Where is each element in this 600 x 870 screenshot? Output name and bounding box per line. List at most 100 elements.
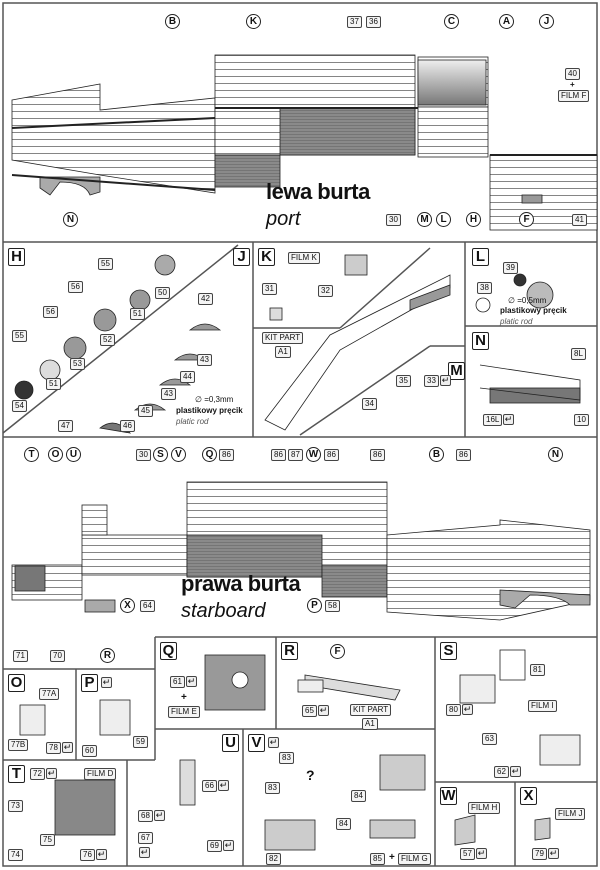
callout-W: W	[306, 447, 321, 462]
part: 80	[446, 704, 461, 716]
part: 47	[58, 420, 73, 432]
part: 66	[202, 780, 217, 792]
part: 35	[396, 375, 411, 387]
bend-icon: ↵	[101, 677, 112, 688]
film-h: FILM H	[468, 802, 501, 814]
part: 65	[302, 705, 317, 717]
bend-icon: ↵	[476, 848, 487, 859]
part: 32	[318, 285, 333, 297]
rod-diameter: ∅ =0,5mm	[508, 296, 547, 305]
bend-icon: ↵	[186, 676, 197, 687]
part-70: 70	[50, 650, 65, 662]
film-g: FILM G	[398, 853, 431, 865]
rod-label-en: platic rod	[176, 417, 209, 426]
part: 62	[494, 766, 509, 778]
detail-letter-J: J	[233, 248, 250, 266]
part-40: 40	[565, 68, 580, 80]
part: 59	[133, 736, 148, 748]
callout-S: S	[153, 447, 168, 462]
part: 75	[40, 834, 55, 846]
part: 42	[198, 293, 213, 305]
film-k: FILM K	[288, 252, 320, 264]
plus-sign: +	[181, 692, 187, 703]
part: 76	[80, 849, 95, 861]
film-j: FILM J	[555, 808, 586, 820]
part: 38	[477, 282, 492, 294]
callout-F: F	[330, 644, 345, 659]
callout-B: B	[429, 447, 444, 462]
part-86: 86	[370, 449, 385, 461]
bend-icon: ↵	[548, 848, 559, 859]
callout-U: U	[66, 447, 81, 462]
part: 8L	[571, 348, 586, 360]
bend-icon: ↵	[139, 847, 150, 858]
rod-diameter: ∅ =0,3mm	[195, 395, 234, 404]
bend-icon: ↵	[218, 780, 229, 791]
kit-part-id: A1	[362, 718, 378, 730]
part: 84	[351, 790, 366, 802]
part: 84	[336, 818, 351, 830]
part: 78	[46, 742, 61, 754]
part: 34	[362, 398, 377, 410]
bend-icon: ↵	[96, 849, 107, 860]
detail-letter-V: V	[248, 734, 265, 752]
callout-F: F	[519, 212, 534, 227]
detail-letter-H: H	[8, 248, 25, 266]
part: 56	[68, 281, 83, 293]
part: 60	[82, 745, 97, 757]
part-37: 37	[347, 16, 362, 28]
part: 79	[532, 848, 547, 860]
part: 44	[180, 371, 195, 383]
kit-part: KIT PART	[350, 704, 392, 716]
part: 77B	[8, 739, 29, 751]
callout-R: R	[100, 648, 115, 663]
question-mark: ?	[306, 767, 315, 783]
part: 46	[120, 420, 135, 432]
part: 61	[170, 676, 185, 688]
callout-X: X	[120, 598, 135, 613]
detail-letter-W: W	[440, 787, 457, 805]
part-86: 86	[271, 449, 286, 461]
detail-letter-M: M	[448, 362, 465, 380]
part: 53	[70, 358, 85, 370]
part: 31	[262, 283, 277, 295]
part-58: 58	[325, 600, 340, 612]
detail-letter-R: R	[281, 642, 298, 660]
film-e: FILM E	[168, 706, 200, 718]
part: 82	[266, 853, 281, 865]
starboard-subtitle: starboard	[181, 600, 266, 622]
part: 85	[370, 853, 385, 865]
bend-icon: ↵	[46, 768, 57, 779]
film-d: FILM D	[84, 768, 117, 780]
rod-label-en: platic rod	[500, 317, 533, 326]
part-86: 86	[324, 449, 339, 461]
part-64: 64	[140, 600, 155, 612]
part: 72	[30, 768, 45, 780]
part: 43	[161, 388, 176, 400]
bend-icon: ↵	[268, 737, 279, 748]
detail-letter-N: N	[472, 332, 489, 350]
callout-L: L	[436, 212, 451, 227]
callout-Q: Q	[202, 447, 217, 462]
part: 56	[43, 306, 58, 318]
part-71: 71	[13, 650, 28, 662]
callout-M: M	[417, 212, 432, 227]
part: 67	[138, 832, 153, 844]
callout-O: O	[48, 447, 63, 462]
callout-P: P	[307, 598, 322, 613]
part-36: 36	[366, 16, 381, 28]
bend-icon: ↵	[154, 810, 165, 821]
part: 73	[8, 800, 23, 812]
part: 45	[138, 405, 153, 417]
rod-label-pl: plastikowy pręcik	[176, 406, 243, 415]
part: 77A	[39, 688, 60, 700]
callout-T: T	[24, 447, 39, 462]
port-subtitle: port	[266, 208, 301, 230]
part: 81	[530, 664, 545, 676]
callout-N: N	[548, 447, 563, 462]
detail-letter-L: L	[472, 248, 489, 266]
detail-letter-X: X	[520, 787, 537, 805]
part: 33	[424, 375, 439, 387]
part: 51	[46, 378, 61, 390]
